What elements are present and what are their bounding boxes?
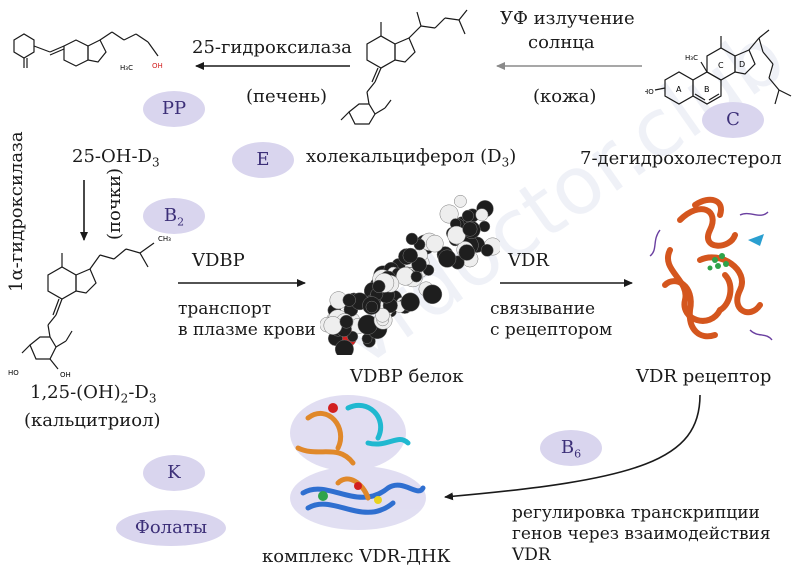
atom-sphere xyxy=(454,195,466,207)
vdr-dna-complex-label: комплекс VDR-ДНК xyxy=(262,546,451,568)
cofactor-c: C xyxy=(702,102,764,138)
alpha-hydroxylase-label: 1α-гидроксилаза xyxy=(6,131,28,292)
atom-sphere xyxy=(366,301,378,313)
liver-label: (печень) xyxy=(246,86,327,108)
atom-sphere xyxy=(403,248,418,263)
atom-label-ho: HO xyxy=(645,88,654,96)
vdbp-label: VDBP xyxy=(192,250,245,272)
cofactor-k: K xyxy=(143,455,205,491)
uv-label-line1: УФ излучение xyxy=(500,8,635,30)
vdr-label: VDR xyxy=(508,250,549,272)
ring-letter-c: C xyxy=(718,61,724,70)
transport-line1: транспорт xyxy=(178,298,271,320)
vdr-receptor-model xyxy=(640,190,780,360)
atom-sphere xyxy=(401,293,420,312)
hydroxylase25-label: 25-гидроксилаза xyxy=(192,37,352,59)
calcidiol-structure: OH H₃C xyxy=(2,20,182,92)
vdr-dna-complex-model xyxy=(278,388,438,538)
atom-sphere xyxy=(411,271,422,282)
calcidiol-h3c: H₃C xyxy=(120,64,133,72)
regulation-line2: генов через взаимодействия xyxy=(512,523,771,545)
calcitriol-formula: 1,25-(OH)2-D3 xyxy=(30,382,156,410)
vdbp-protein-model xyxy=(320,185,500,355)
calcidiol-sub: 3 xyxy=(152,156,160,170)
atom-sphere xyxy=(459,245,475,261)
cofactor-b6: B6 xyxy=(540,430,602,466)
cholecalciferol-end: ) xyxy=(509,146,516,167)
cofactor-e: E xyxy=(232,142,294,178)
cofactor-b6-letter: B xyxy=(561,437,574,458)
skin-label: (кожа) xyxy=(533,86,596,108)
atom-sphere xyxy=(476,209,488,221)
atom-label-h3c: H₃C xyxy=(685,54,698,62)
kidneys-label: (почки) xyxy=(104,168,126,240)
calcitriol-name: (кальцитриол) xyxy=(24,410,161,432)
vdr-receptor-label: VDR рецептор xyxy=(636,366,771,388)
regulation-line1: регулировка транскрипции xyxy=(512,502,760,524)
atom-sphere xyxy=(423,285,442,304)
cholecalciferol-text: холекальциферол (D xyxy=(306,146,502,167)
atom-sphere xyxy=(406,233,418,245)
dehydrocholesterol-label: 7-дегидрохолестерол xyxy=(580,148,782,170)
cofactor-b2-sub: 2 xyxy=(177,216,184,229)
atom-sphere xyxy=(438,250,456,268)
atom-sphere xyxy=(463,222,478,237)
atom-sphere xyxy=(462,210,474,222)
atom-sphere xyxy=(324,316,342,334)
atom-sphere xyxy=(479,221,490,232)
cofactor-pp: PP xyxy=(143,91,205,127)
ring-letter-b: B xyxy=(704,85,710,94)
calcitriol-formula-sub2: 3 xyxy=(149,392,157,406)
cofactor-folates: Фолаты xyxy=(116,510,226,546)
calcidiol-text: 25-OH-D xyxy=(72,146,152,167)
atom-sphere xyxy=(373,280,386,293)
calcitriol-formula-b: -D xyxy=(128,382,149,403)
atom-sphere xyxy=(343,294,356,307)
ring-letter-d: D xyxy=(739,60,745,69)
atom-sphere xyxy=(426,235,443,252)
cofactor-b2: B2 xyxy=(143,198,205,234)
calcitriol-oh: OH xyxy=(60,371,71,379)
atom-sphere xyxy=(340,315,353,328)
calcitriol-structure: HO OH CH₃ xyxy=(8,225,188,395)
regulation-line3: VDR xyxy=(512,544,551,566)
binding-line1: связывание xyxy=(490,298,595,320)
cofactor-b6-sub: 6 xyxy=(574,448,581,461)
cofactor-b2-letter: B xyxy=(164,205,177,226)
cholecalciferol-label: холекальциферол (D3) xyxy=(306,146,516,174)
cholecalciferol-structure xyxy=(335,4,485,144)
atom-sphere xyxy=(481,244,493,256)
calcidiol-oh: OH xyxy=(152,62,163,70)
transport-line2: в плазме крови xyxy=(178,319,316,341)
uv-label-line2: солнца xyxy=(528,32,595,54)
vdbp-protein-label: VDBP белок xyxy=(350,366,464,388)
calcitriol-ho: HO xyxy=(8,369,19,377)
calcitriol-formula-a: 1,25-(OH) xyxy=(30,382,121,403)
calcitriol-ch3: CH₃ xyxy=(158,235,171,243)
ring-letter-a: A xyxy=(676,85,682,94)
binding-line2: с рецептором xyxy=(490,319,612,341)
